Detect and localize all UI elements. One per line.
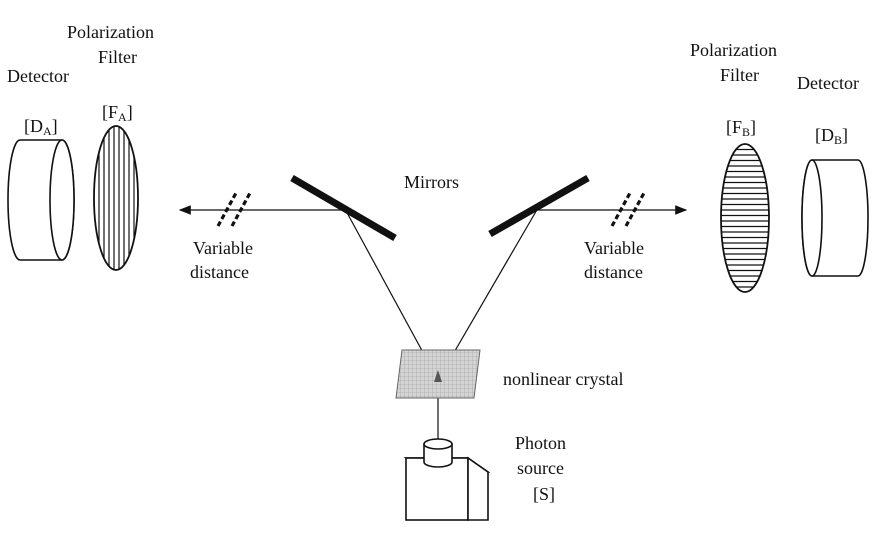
polarization-filter-a [93,125,139,271]
break-mark-right [610,192,646,227]
detector-a-tag: [DA] [24,116,58,138]
variable-distance-right-line1: Variable [584,238,644,258]
mirrors-label: Mirrors [404,172,459,192]
detector-b-label: Detector [797,73,859,93]
filter-b-tag: [FB] [726,117,756,139]
crystal-label: nonlinear crystal [503,369,623,389]
filter-a-label-line1: Polarization [67,22,154,42]
source-label-line1: Photon [515,433,566,453]
mirror-left [290,174,397,242]
nonlinear-crystal [395,349,481,399]
source-label-line2: source [517,458,564,478]
photon-source [403,438,491,521]
detector-a-label: Detector [7,66,69,86]
variable-distance-left-line2: distance [190,262,249,282]
detector-b [801,159,869,277]
filter-a-label-line2: Filter [98,47,137,67]
variable-distance-right-line2: distance [584,262,643,282]
filter-a-tag: [FA] [102,102,133,124]
variable-distance-left-line1: Variable [193,238,253,258]
break-mark-left [216,192,252,227]
detector-b-tag: [DB] [815,125,848,147]
filter-b-label-line2: Filter [720,65,759,85]
mirror-right [488,174,590,238]
filter-b-label-line1: Polarization [690,40,777,60]
detector-a [7,139,75,261]
source-label-line3: [S] [533,484,555,504]
polarization-filter-b [720,143,770,293]
